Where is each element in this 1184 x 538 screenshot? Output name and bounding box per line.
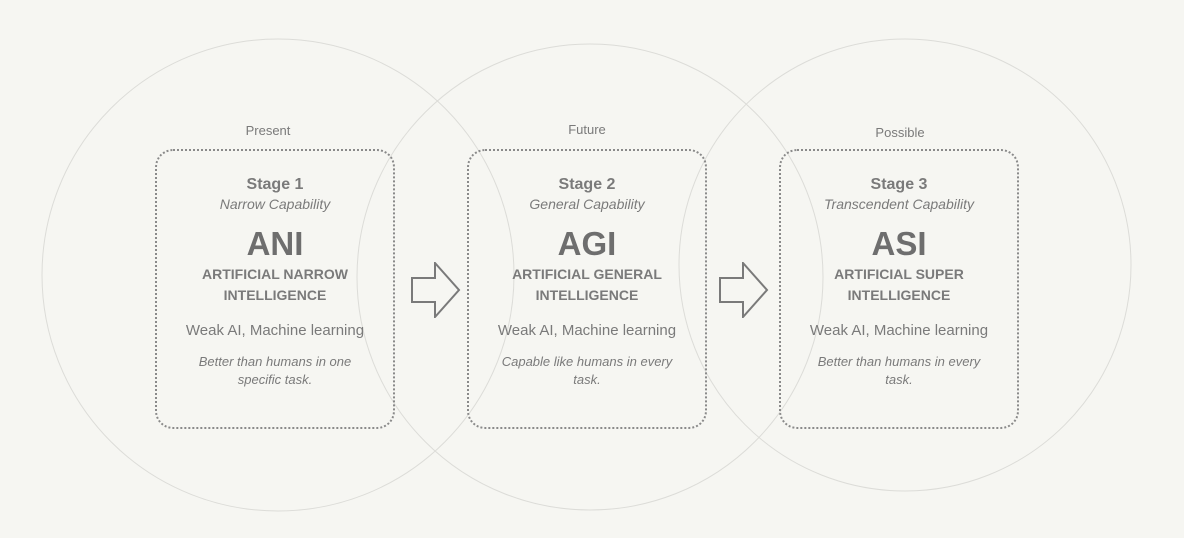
stage-abbreviation: ASI [871,225,927,262]
stage-abbreviation: AGI [557,225,617,262]
stage-abbreviation: ANI [246,225,304,262]
stage-capability: Narrow Capability [219,196,331,212]
stage-2-card: Stage 2 General Capability AGI ARTIFICIA… [467,149,707,429]
circle-stage-1 [41,38,515,512]
circle-stage-2 [356,43,824,511]
stage-full-name: ARTIFICIAL GENERAL INTELLIGENCE [512,266,662,303]
stage-types: Weak AI, Machine learning [185,322,365,339]
stage-title: Stage 3 [870,176,928,193]
stage-3-timeframe: Possible [875,125,925,140]
stage-1-timeframe: Present [245,123,291,138]
stage-3-card: Stage 3 Transcendent Capability ASI ARTI… [779,149,1019,429]
stage-types: Weak AI, Machine learning [809,322,989,339]
stage-full-name: ARTIFICIAL SUPER INTELLIGENCE [834,266,964,303]
stage-capability: Transcendent Capability [824,196,974,212]
stage-capability: General Capability [529,196,645,212]
stage-description: Capable like humans in every task. [501,354,673,387]
stage-description: Better than humans in every task. [817,354,981,387]
stage-types: Weak AI, Machine learning [497,322,677,339]
stage-full-name: ARTIFICIAL NARROW INTELLIGENCE [202,266,348,303]
stage-title: Stage 1 [246,176,304,193]
stage-1-card: Stage 1 Narrow Capability ANI ARTIFICIAL… [155,149,395,429]
stage-title: Stage 2 [558,176,616,193]
arrow-right-icon [411,262,461,318]
stage-2-timeframe: Future [568,122,606,137]
circle-stage-3 [678,38,1132,492]
arrow-right-icon [719,262,769,318]
stage-description: Better than humans in one specific task. [198,354,352,387]
